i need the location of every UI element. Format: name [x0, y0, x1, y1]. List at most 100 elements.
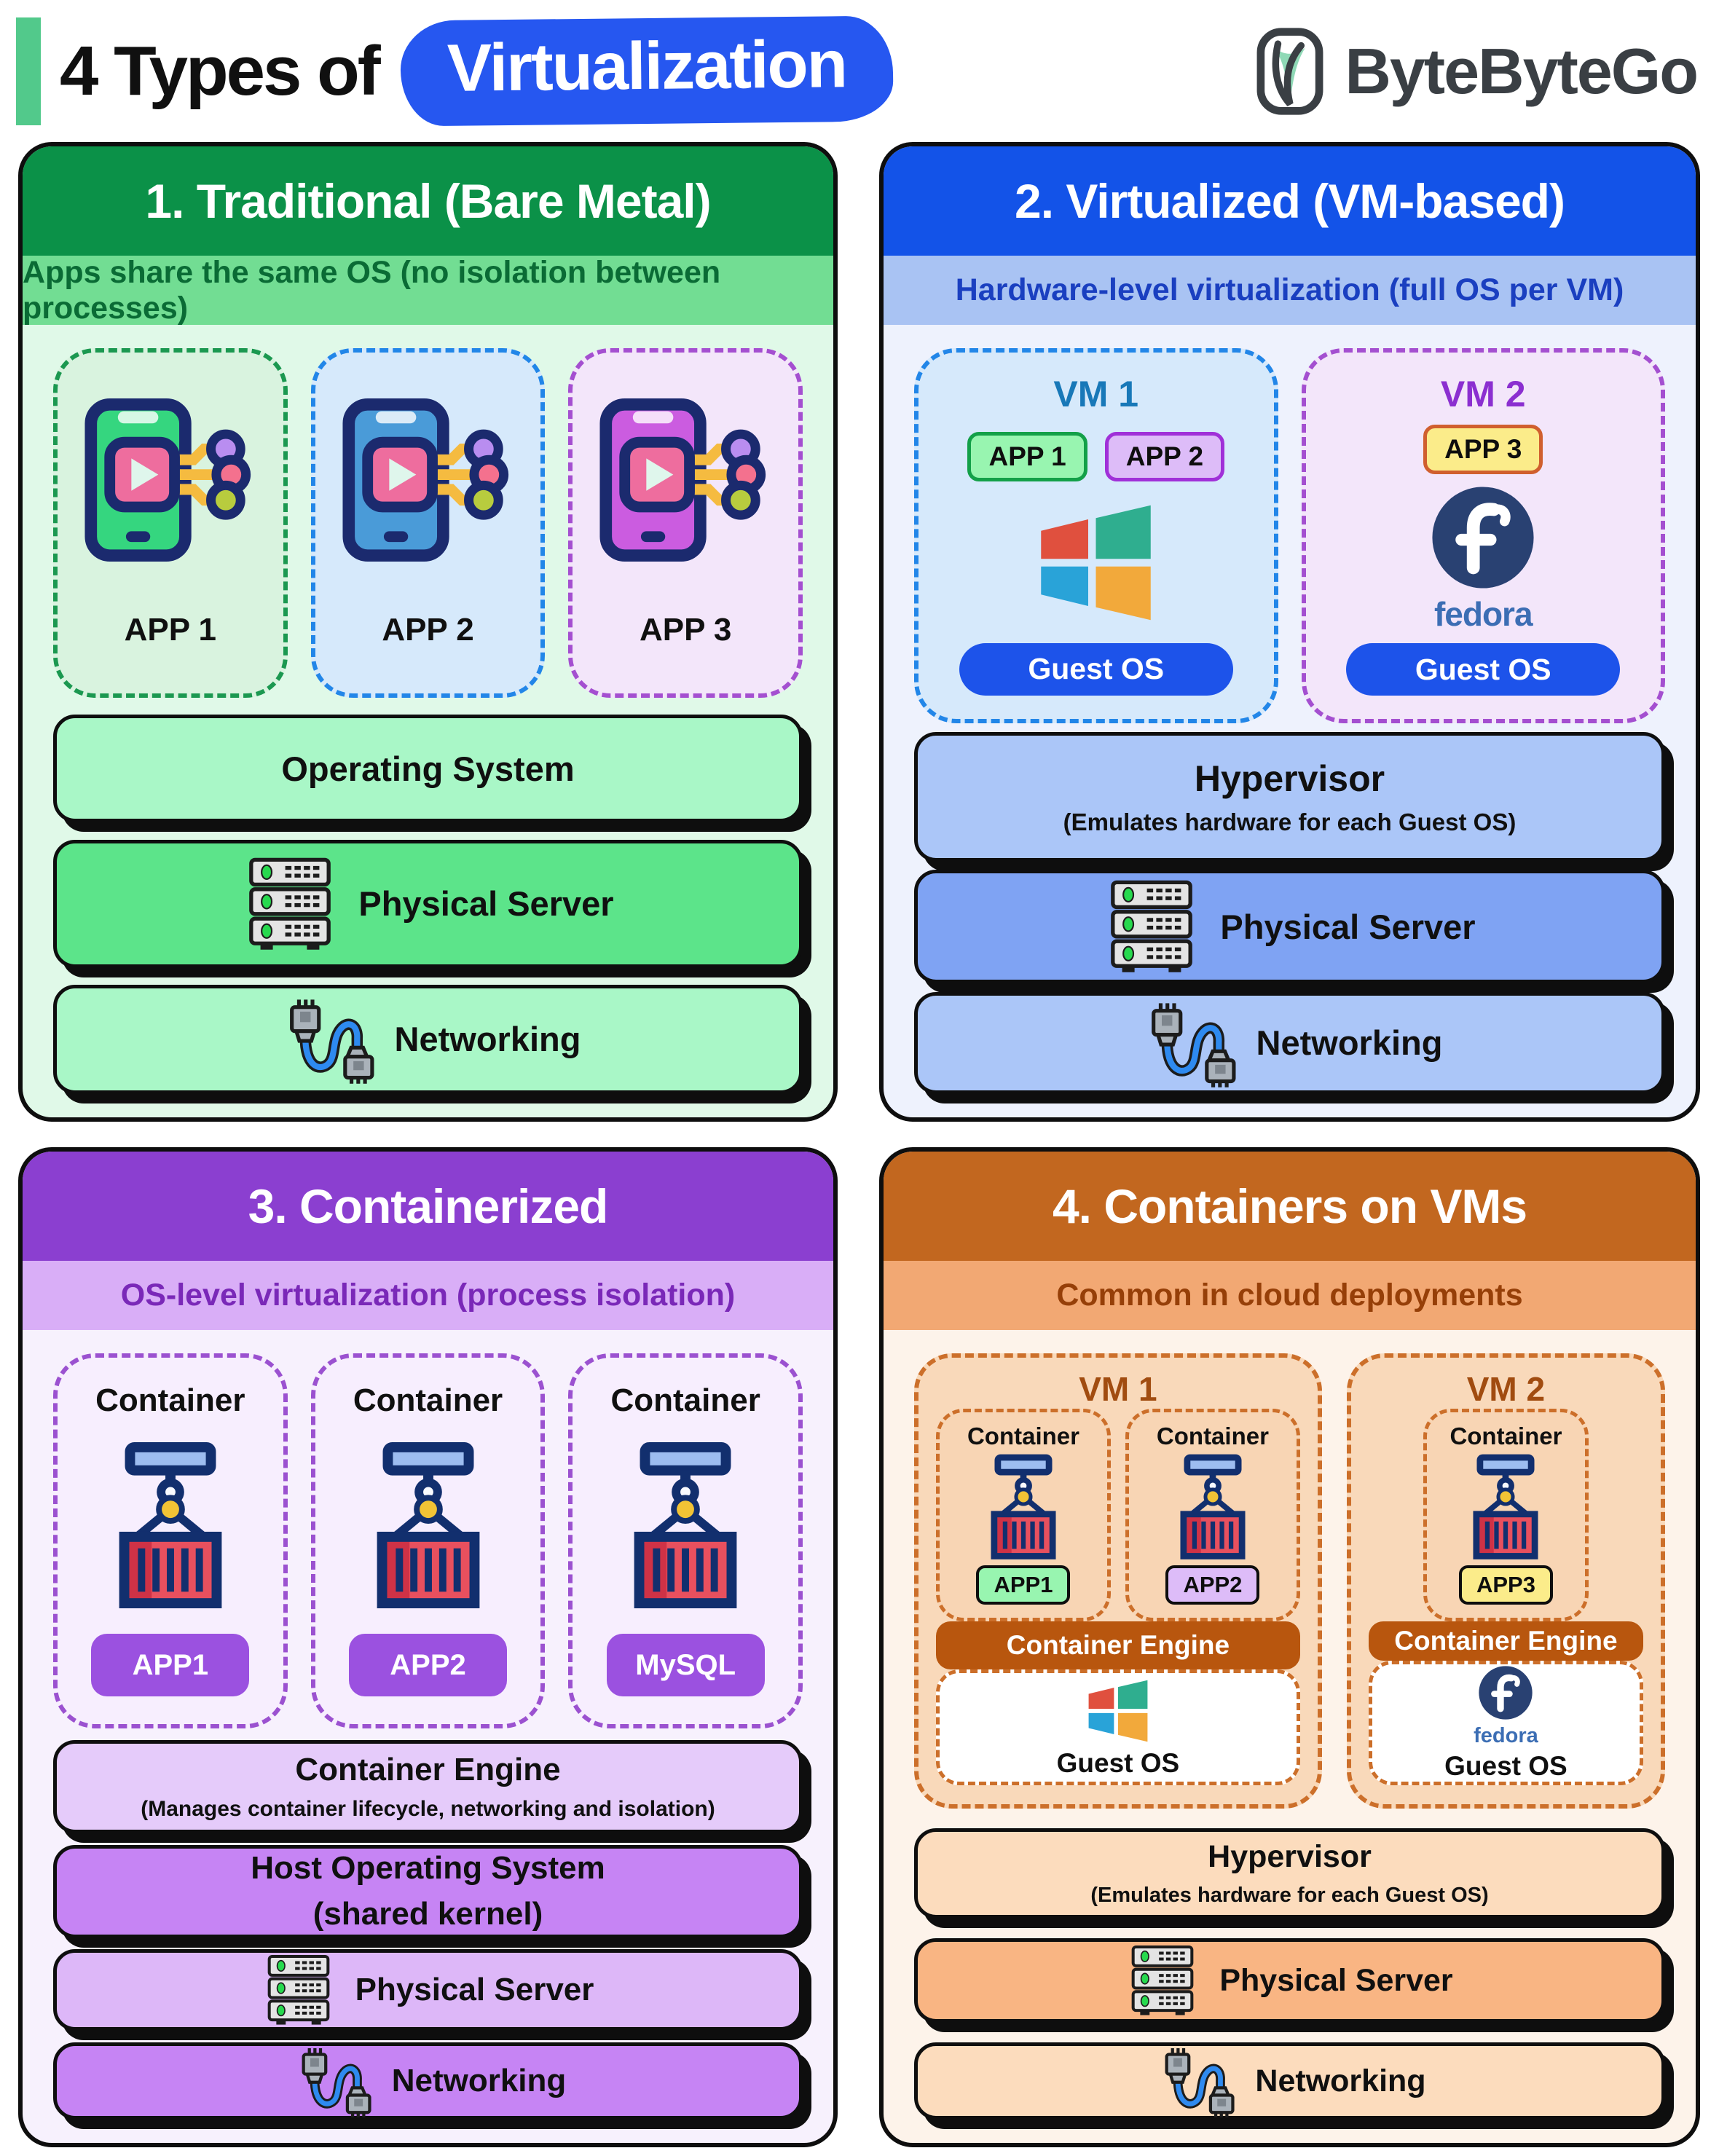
panel-subtitle: Common in cloud deployments [884, 1261, 1696, 1330]
networking-label: Networking [1256, 1023, 1443, 1063]
panel-title: 3. Containerized [23, 1152, 833, 1261]
guest-os-box: fedora Guest OS [1368, 1661, 1643, 1785]
server-rack-icon [1104, 878, 1200, 975]
page-title: 4 Types of [60, 31, 381, 110]
vm-card-1: VM 1 APP 1 APP 2 Guest OS [914, 348, 1278, 723]
container-row: Container APP1 Container APP2 [936, 1409, 1300, 1621]
networking-label: Networking [391, 2063, 567, 2098]
vm-title: VM 2 [1440, 374, 1526, 414]
windows-logo-icon [1021, 499, 1171, 626]
mobile-app-icon [338, 398, 519, 562]
physical-server-label: Physical Server [1219, 1962, 1453, 1998]
brand-name: ByteByteGo [1345, 34, 1699, 107]
cargo-container-icon [341, 1441, 516, 1612]
vm-card-2: VM 2 Container APP3 Container Engine fed… [1346, 1353, 1665, 1809]
windows-logo-icon [1078, 1677, 1158, 1745]
ethernet-cable-icon [1137, 997, 1236, 1089]
hypervisor-sublabel: (Emulates hardware for each Guest OS) [1063, 808, 1517, 835]
cargo-container-icon [968, 1454, 1079, 1562]
container-card-2: Container APP2 [310, 1353, 546, 1728]
panel-title: 4. Containers on VMs [884, 1152, 1696, 1261]
server-rack-icon [1126, 1943, 1199, 2018]
panel-traditional: 1. Traditional (Bare Metal) Apps share t… [18, 142, 838, 1122]
container-title: Container [1449, 1423, 1562, 1449]
networking-box: Networking [53, 2042, 803, 2120]
networking-box: Networking [914, 2042, 1665, 2120]
networking-label: Networking [394, 1020, 581, 1059]
panel-body: APP 1 APP 2 APP 3 Operating System Physi… [23, 325, 833, 1117]
container-card: Container APP1 [936, 1409, 1111, 1621]
physical-server-box: Physical Server [53, 1949, 803, 2031]
vm-title: VM 2 [1466, 1370, 1546, 1408]
app-badge: APP 2 [1104, 432, 1225, 482]
physical-server-box: Physical Server [53, 839, 803, 968]
app-card-3: APP 3 [568, 348, 803, 698]
container-card-1: Container APP1 [53, 1353, 288, 1728]
container-title: Container [967, 1423, 1079, 1449]
vm-card-1: VM 1 Container APP1 Container APP2 [914, 1353, 1322, 1809]
vm-title: VM 1 [1053, 374, 1139, 414]
panel-title: 1. Traditional (Bare Metal) [23, 146, 833, 256]
networking-box: Networking [53, 984, 803, 1094]
page-header: 4 Types of Virtualization ByteByteGo [0, 0, 1719, 142]
app-card-1: APP 1 [53, 348, 288, 698]
panel-subtitle: Apps share the same OS (no isolation bet… [23, 255, 833, 326]
host-os-sublabel: (shared kernel) [312, 1895, 543, 1932]
brand-logo: ByteByteGo [1247, 25, 1699, 118]
bytebytego-icon [1247, 25, 1333, 118]
hypervisor-label: Hypervisor [1194, 758, 1385, 799]
guest-os-pill: Guest OS [959, 642, 1233, 696]
panel-body: VM 1 APP 1 APP 2 Guest OS VM 2 APP 3 [884, 325, 1696, 1117]
ethernet-cable-icon [275, 994, 374, 1085]
container-title: Container [610, 1382, 760, 1418]
networking-label: Networking [1255, 2063, 1426, 2098]
panel-virtualized: 2. Virtualized (VM-based) Hardware-level… [879, 142, 1700, 1122]
hypervisor-box: Hypervisor (Emulates hardware for each G… [914, 1828, 1665, 1919]
app-badge: APP3 [1458, 1565, 1553, 1605]
container-engine-box: Container Engine (Manages container life… [53, 1739, 803, 1833]
vm-cards-row: VM 1 APP 1 APP 2 Guest OS VM 2 APP 3 [914, 348, 1665, 723]
container-engine-sublabel: (Manages container lifecycle, networking… [141, 1796, 715, 1821]
panel-containers-on-vms: 4. Containers on VMs Common in cloud dep… [879, 1147, 1700, 2147]
container-engine-pill: Container Engine [936, 1621, 1300, 1670]
host-os-label: Host Operating System [251, 1849, 605, 1886]
app-label: APP 3 [639, 612, 732, 648]
cargo-container-icon [83, 1441, 258, 1612]
vm-title: VM 1 [1079, 1370, 1157, 1408]
host-os-box: Host Operating System (shared kernel) [53, 1844, 803, 1938]
app-label: APP 1 [124, 612, 217, 648]
ethernet-cable-icon [290, 2043, 371, 2119]
server-rack-icon [242, 855, 338, 953]
app-badge: APP1 [976, 1565, 1071, 1605]
container-card-3: Container MySQL [568, 1353, 803, 1728]
ethernet-cable-icon [1153, 2043, 1235, 2119]
panel-title: 2. Virtualized (VM-based) [884, 146, 1696, 256]
hypervisor-label: Hypervisor [1208, 1839, 1372, 1874]
physical-server-label: Physical Server [358, 884, 614, 924]
container-title: Container [1156, 1423, 1269, 1449]
vm-card-2: VM 2 APP 3 fedora Guest OS [1301, 348, 1665, 723]
mobile-app-icon [80, 398, 261, 562]
container-title: Container [95, 1382, 245, 1418]
container-card: Container APP2 [1125, 1409, 1300, 1621]
container-card: Container APP3 [1423, 1409, 1589, 1621]
hypervisor-sublabel: (Emulates hardware for each Guest OS) [1090, 1884, 1489, 1907]
container-title: Container [353, 1382, 503, 1418]
os-layer-box: Operating System [53, 715, 803, 823]
cargo-container-icon [598, 1441, 773, 1612]
guest-os-label: Guest OS [1444, 1751, 1567, 1781]
guest-os-pill: Guest OS [1346, 643, 1621, 696]
physical-server-box: Physical Server [914, 870, 1665, 984]
panel-subtitle: OS-level virtualization (process isolati… [23, 1261, 833, 1330]
cargo-container-icon [1450, 1454, 1561, 1562]
fedora-logo-icon [1477, 1664, 1534, 1721]
physical-server-label: Physical Server [1220, 907, 1476, 946]
panel-containerized: 3. Containerized OS-level virtualization… [18, 1147, 838, 2147]
title-accent-bar [16, 17, 41, 125]
app-card-2: APP 2 [310, 348, 546, 698]
cargo-container-icon [1157, 1454, 1268, 1562]
container-engine-label: Container Engine [295, 1751, 561, 1787]
server-rack-icon [262, 1953, 335, 2027]
vm-cards-row: VM 1 Container APP1 Container APP2 [914, 1353, 1665, 1809]
panel-subtitle: Hardware-level virtualization (full OS p… [884, 256, 1696, 325]
